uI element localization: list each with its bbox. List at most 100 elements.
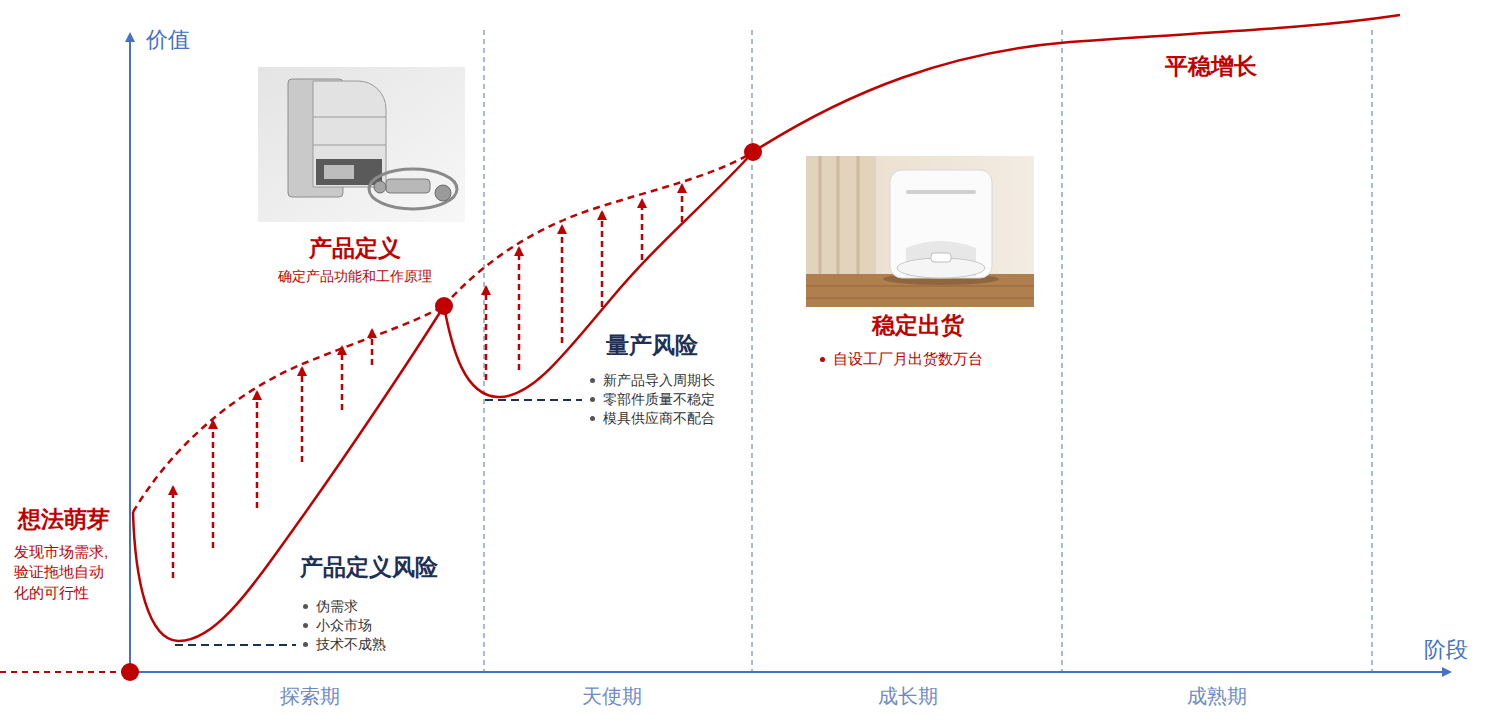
lift-arrow [601,212,604,307]
stage-heading-group: 想法萌芽 [18,505,110,534]
stage-heading: 稳定出货 [872,312,964,338]
value-curve [133,306,444,641]
milestone-dot [744,143,762,161]
curtain [806,156,876,276]
phase-label: 探索期 [280,685,340,707]
picture-ground [806,156,1034,307]
bullet-item-group: 零部件质量不稳定 [590,391,715,409]
robot-lidar [931,253,951,262]
phase-dividers [484,30,1372,672]
phase-label: 成熟期 [1187,685,1247,707]
risk-floor-line [175,644,296,646]
floor-plank [806,286,1034,287]
stage-note-group: 发现市场需求, 验证拖地自动 化的可行性 [14,542,114,603]
y-axis [129,34,131,672]
curtain-fold [857,156,860,276]
bullet-dot [303,642,308,647]
stage-heading: 产品定义 [309,235,401,261]
bullet-dot [303,623,308,628]
stage-note: 发现市场需求, 验证拖地自动 化的可行性 [14,543,108,601]
risk-heading: 产品定义风险 [300,554,438,580]
risk-heading-group: 量产风险 [606,331,698,360]
product-photo [806,156,1034,307]
lift-arrow [212,421,215,548]
seam-line [313,145,386,146]
lift-arrow [561,226,564,343]
wood-floor [806,274,1034,307]
product-render [258,67,465,222]
stage-heading: 平稳增长 [1165,53,1257,79]
phase-label-group: 成长期 [878,684,938,709]
axis-label: 阶段 [1424,637,1468,662]
robot-frame [369,169,457,209]
bullet-item-group: 小众市场 [303,617,372,635]
risk-floor-line [485,399,582,401]
axis-label: 价值 [146,27,190,52]
stage-note-group: 确定产品功能和工作原理 [278,268,432,286]
bullet-item: 模具供应商不配合 [603,410,715,426]
stage-note: 确定产品功能和工作原理 [278,268,432,284]
stage-heading-group: 稳定出货 [872,311,964,340]
phase-label-group: 探索期 [280,684,340,709]
lift-arrow [641,200,644,260]
lift-arrow [485,287,488,380]
bullet-item-group: 自设工厂月出货数万台 [820,350,983,369]
phase-label-group: 成熟期 [1187,684,1247,709]
axis-label-group: 阶段 [1424,636,1468,664]
target-curve [133,306,444,512]
phase-divider [751,30,752,672]
lift-arrow [341,347,344,410]
bullet-item: 零部件质量不稳定 [603,391,715,407]
seam-line [313,117,386,118]
station-front [313,81,386,187]
bullet-item: 新产品导入周期长 [603,372,715,388]
robot-wheel [374,181,386,193]
phase-label: 天使期 [582,685,642,707]
bullet-item-group: 伪需求 [303,598,358,616]
milestone-dot [435,297,453,315]
lift-arrow [371,330,374,365]
lift-arrow [172,487,175,578]
phase-label: 成长期 [878,685,938,707]
bullet-dot [590,397,595,402]
risk-heading: 量产风险 [606,332,698,358]
robot-part [386,179,430,193]
bullet-item-group: 技术不成熟 [303,636,386,654]
bullet-item: 自设工厂月出货数万台 [833,350,983,367]
bullet-dot [303,604,308,609]
stage-heading: 想法萌芽 [18,506,110,532]
stage-heading-group: 平稳增长 [1165,52,1257,81]
bullet-item-group: 模具供应商不配合 [590,410,715,428]
picture-ground [258,67,465,222]
axis-label-group: 价值 [146,26,190,54]
x-axis [130,671,1450,673]
station-slot [906,190,976,194]
inner-part [324,165,354,179]
target-curve [444,152,753,306]
curtain-fold [837,156,840,276]
phase-label-group: 天使期 [582,684,642,709]
bullet-dot [820,357,825,362]
floor-plank [806,298,1034,299]
risk-heading-group: 产品定义风险 [300,553,438,582]
robot-wheel [435,185,451,201]
base-station [890,170,992,278]
lead-in-line [0,671,122,673]
value-curve [753,15,1400,152]
lift-arrow [518,248,521,370]
bullet-item: 小众市场 [316,617,372,633]
lift-arrow [256,392,259,508]
bullet-item: 技术不成熟 [316,636,386,652]
bullet-dot [590,378,595,383]
lift-arrow [301,368,304,462]
value-curve [444,152,753,397]
bullet-item-group: 新产品导入周期长 [590,372,715,390]
bullet-dot [590,416,595,421]
lift-arrow [681,185,684,222]
bullet-item: 伪需求 [316,598,358,614]
phase-divider [1371,30,1372,672]
phase-divider [1061,30,1062,672]
stage-heading-group: 产品定义 [309,234,401,263]
